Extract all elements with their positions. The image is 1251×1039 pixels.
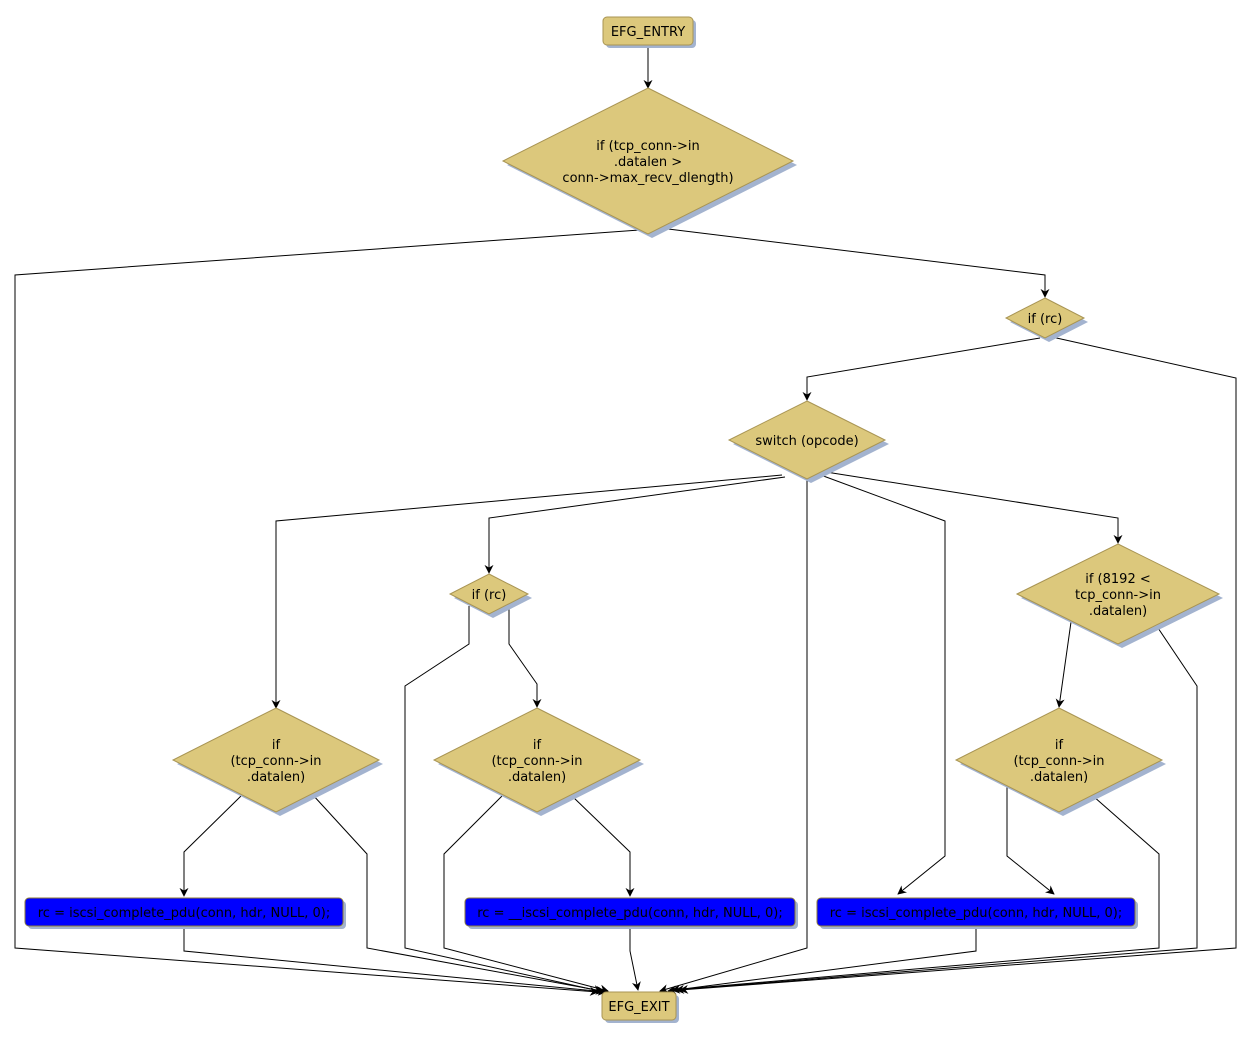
statement-box xyxy=(464,897,796,927)
edge-switch-opcode-to-stmt-right xyxy=(817,473,946,895)
node-label: (tcp_conn->in xyxy=(230,754,321,769)
edge-switch-opcode-to-if-8192 xyxy=(825,471,1123,544)
node-label: rc = __iscsi_complete_pdu(conn, hdr, NUL… xyxy=(477,906,782,921)
edge-if-8192-to-if-datalen-right xyxy=(1055,621,1072,708)
edge-if-datalen-left-to-stmt-left xyxy=(179,795,242,897)
node-label: .datalen) xyxy=(1030,770,1088,785)
decision-diamond xyxy=(171,707,381,813)
node-label: rc = iscsi_complete_pdu(conn, hdr, NULL,… xyxy=(38,906,330,921)
node-label: if xyxy=(533,738,542,753)
edge-if-datalen-left-to-exit xyxy=(311,793,603,994)
statement-box xyxy=(24,897,344,927)
node-if-rc-top[interactable]: if (rc) xyxy=(1004,297,1088,342)
decision-diamond xyxy=(432,707,642,813)
decision-diamond xyxy=(501,87,795,235)
node-exit[interactable]: EFG_EXIT xyxy=(601,991,679,1023)
node-label: .datalen) xyxy=(1089,604,1147,619)
node-label: (tcp_conn->in xyxy=(491,754,582,769)
node-stmt-right[interactable]: rc = iscsi_complete_pdu(conn, hdr, NULL,… xyxy=(816,897,1138,929)
edges-layer xyxy=(14,45,1237,996)
node-label: if xyxy=(272,738,281,753)
edge-if-8192-to-exit xyxy=(675,624,1198,994)
node-label: conn->max_recv_dlength) xyxy=(562,171,733,186)
node-label: .datalen) xyxy=(508,770,566,785)
edge-if-datalen-mid-to-stmt-mid xyxy=(571,795,635,897)
node-label: .datalen) xyxy=(247,770,305,785)
node-if-datalen-mid[interactable]: if(tcp_conn->in.datalen) xyxy=(432,707,644,816)
terminal-box xyxy=(601,991,677,1021)
node-stmt-left[interactable]: rc = iscsi_complete_pdu(conn, hdr, NULL,… xyxy=(24,897,346,929)
edge-stmt-left-to-exit xyxy=(183,926,607,996)
node-label: .datalen > xyxy=(614,155,682,170)
edge-if-datalen-right-to-stmt-right xyxy=(1006,782,1055,895)
decision-diamond xyxy=(1004,297,1086,339)
node-label: if (8192 < xyxy=(1085,572,1151,587)
node-entry[interactable]: EFG_ENTRY xyxy=(602,16,696,48)
node-label: rc = iscsi_complete_pdu(conn, hdr, NULL,… xyxy=(830,906,1122,921)
edge-if-rc-mid-to-if-datalen-mid xyxy=(508,606,542,708)
statement-box xyxy=(816,897,1136,927)
node-cond-maxlen[interactable]: if (tcp_conn->in.datalen >conn->max_recv… xyxy=(501,87,797,238)
decision-diamond xyxy=(727,400,887,480)
decision-diamond xyxy=(1015,543,1221,645)
node-if-8192[interactable]: if (8192 <tcp_conn->in.datalen) xyxy=(1015,543,1223,648)
edge-if-rc-top-to-exit xyxy=(679,336,1237,994)
node-label: switch (opcode) xyxy=(755,434,858,449)
node-label: if (rc) xyxy=(1028,312,1063,327)
decision-diamond xyxy=(448,573,530,615)
edge-stmt-right-to-exit xyxy=(667,926,977,995)
edge-switch-opcode-to-if-datalen-left xyxy=(271,474,783,709)
edge-cond-maxlen-to-exit xyxy=(14,229,641,996)
decision-diamond xyxy=(954,707,1164,813)
edge-cond-maxlen-to-if-rc-top xyxy=(659,227,1050,298)
edge-switch-opcode-to-exit xyxy=(659,479,808,994)
node-if-datalen-right[interactable]: if(tcp_conn->in.datalen) xyxy=(954,707,1166,816)
node-label: if xyxy=(1055,738,1064,753)
node-label: (tcp_conn->in xyxy=(1013,754,1104,769)
node-label: EFG_ENTRY xyxy=(611,25,685,40)
node-label: tcp_conn->in xyxy=(1075,588,1161,603)
node-label: if (tcp_conn->in xyxy=(596,139,699,154)
edge-if-datalen-right-to-exit xyxy=(671,795,1160,994)
edge-stmt-mid-to-exit xyxy=(629,926,641,991)
node-stmt-mid[interactable]: rc = __iscsi_complete_pdu(conn, hdr, NUL… xyxy=(464,897,798,929)
node-if-datalen-left[interactable]: if(tcp_conn->in.datalen) xyxy=(171,707,383,816)
node-switch-opcode[interactable]: switch (opcode) xyxy=(727,400,889,483)
node-if-rc-mid[interactable]: if (rc) xyxy=(448,573,532,618)
node-label: if (rc) xyxy=(472,588,507,603)
edge-if-rc-mid-to-exit xyxy=(404,606,605,995)
edge-switch-opcode-to-if-rc-mid xyxy=(484,476,786,574)
node-label: EFG_EXIT xyxy=(608,1000,669,1015)
terminal-box xyxy=(602,16,694,46)
edge-if-datalen-mid-to-exit xyxy=(443,795,609,994)
edge-if-rc-top-to-switch-opcode xyxy=(802,337,1041,401)
